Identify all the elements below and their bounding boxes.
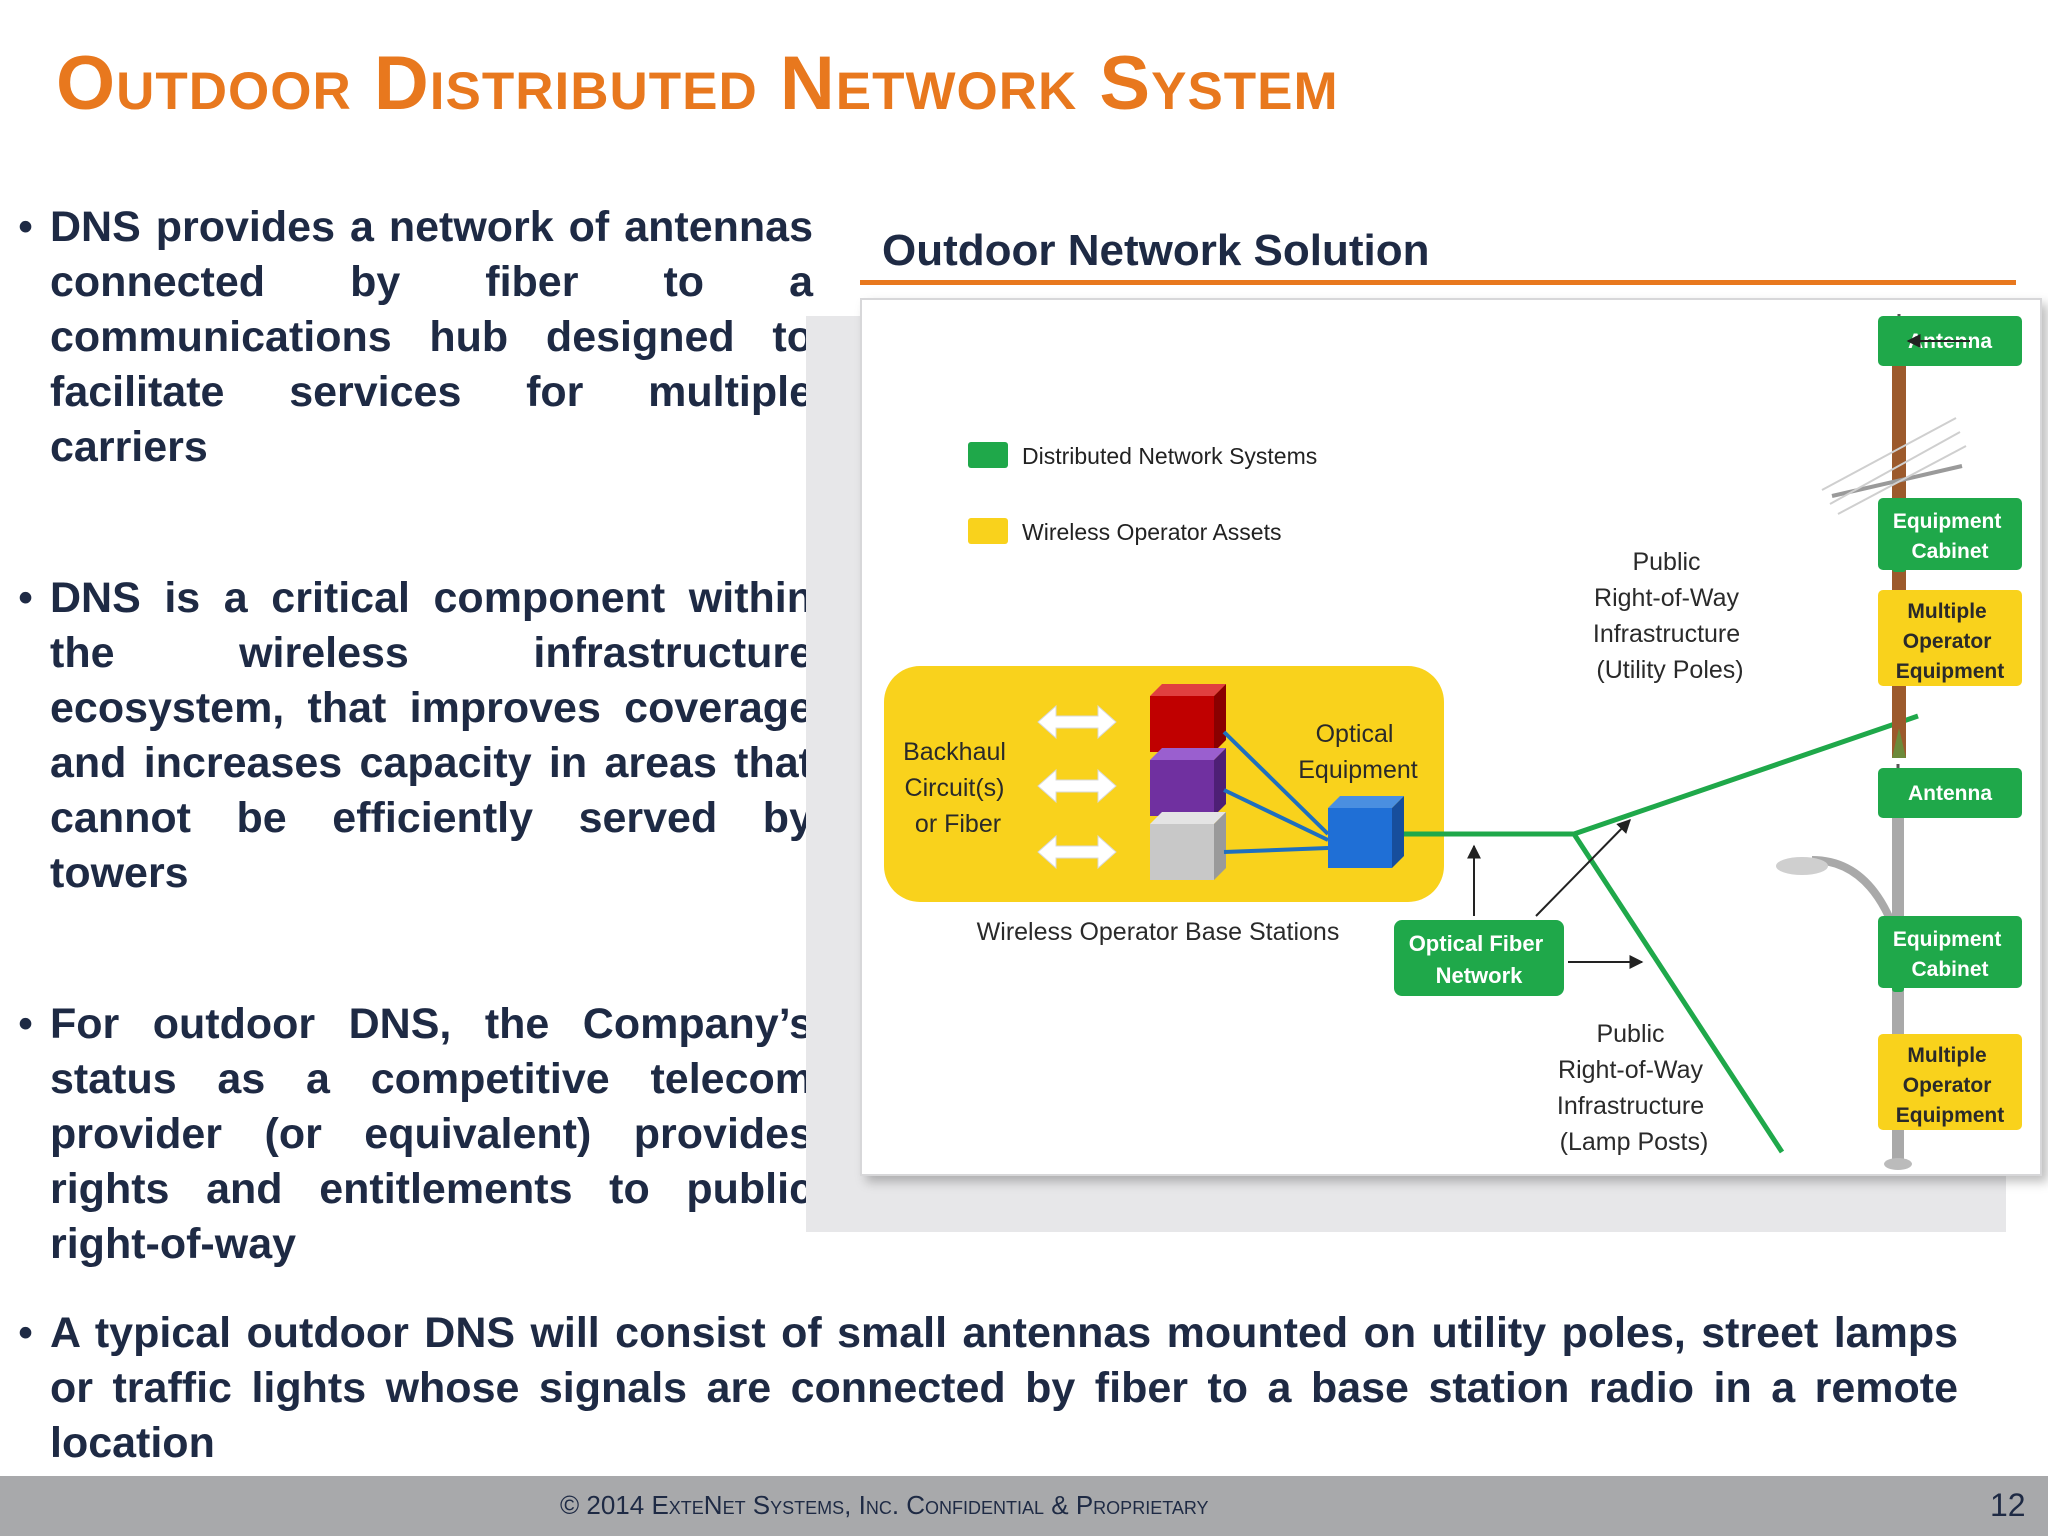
bullet-item: DNS is a critical component within the w… <box>18 571 813 901</box>
operator-equipment-label-bottom: Multiple Operator Equipment <box>1896 1044 2005 1127</box>
operator-equipment-cubes <box>1150 684 1226 880</box>
bullet-item: DNS provides a network of antennas conne… <box>18 200 813 475</box>
operator-equipment-box-top <box>1878 590 2022 686</box>
network-diagram: Distributed Network Systems Wireless Ope… <box>860 298 2042 1176</box>
operator-equipment-label-top: Multiple Operator Equipment <box>1896 600 2005 683</box>
page-number: 12 <box>1990 1487 2026 1523</box>
lamp-posts-label: Public Right-of-Way Infrastructure (Lamp… <box>1557 1020 1711 1156</box>
equipment-cabinet-label-top: Equipment Cabinet <box>1893 510 2007 563</box>
optical-fiber-network-label: Optical Fiber Network <box>1409 931 1550 988</box>
equipment-cabinet-box-bottom <box>1878 916 2022 988</box>
equipment-cabinet-label-bottom: Equipment Cabinet <box>1893 928 2007 981</box>
fiber-network-arrows <box>1467 818 1644 969</box>
slide-title: Outdoor Distributed Network System <box>56 41 1339 126</box>
optical-equipment-cube <box>1328 796 1404 868</box>
panel-title-rule <box>860 280 2016 285</box>
bottom-bullet-list: A typical outdoor DNS will consist of sm… <box>18 1306 1958 1471</box>
bullet-item: A typical outdoor DNS will consist of sm… <box>18 1306 1958 1471</box>
optical-equipment-label: Optical Equipment <box>1298 720 1418 784</box>
optical-links <box>1222 730 1330 854</box>
bullet-list: DNS provides a network of antennas conne… <box>18 200 813 1272</box>
backhaul-label: Backhaul Circuit(s) or Fiber <box>903 738 1013 838</box>
bullet-item: For outdoor DNS, the Company’s status as… <box>18 997 813 1272</box>
legend-yellow-swatch <box>968 518 1008 544</box>
network-diagram-svg: Distributed Network Systems Wireless Ope… <box>884 314 2022 1170</box>
backhaul-arrows <box>1037 704 1117 870</box>
legend-yellow-label: Wireless Operator Assets <box>1022 519 1281 545</box>
utility-poles-label: Public Right-of-Way Infrastructure (Util… <box>1593 548 1747 684</box>
legend-green-label: Distributed Network Systems <box>1022 443 1317 469</box>
fiber-lines <box>1404 713 1919 1154</box>
footer-copyright: © 2014 ExteNet Systems, Inc. Confidentia… <box>560 1490 1209 1520</box>
equipment-cabinet-box-top <box>1878 498 2022 570</box>
footer-bar <box>0 1476 2048 1536</box>
antenna-box-bottom <box>1878 768 2022 818</box>
optical-fiber-network-box <box>1394 920 1564 996</box>
legend-green-swatch <box>968 442 1008 468</box>
diagram-panel-title: Outdoor Network Solution <box>882 226 1430 275</box>
base-stations-caption: Wireless Operator Base Stations <box>977 918 1340 946</box>
antenna-label-bottom: Antenna <box>1908 782 1992 805</box>
operator-equipment-box-bottom <box>1878 1034 2022 1130</box>
